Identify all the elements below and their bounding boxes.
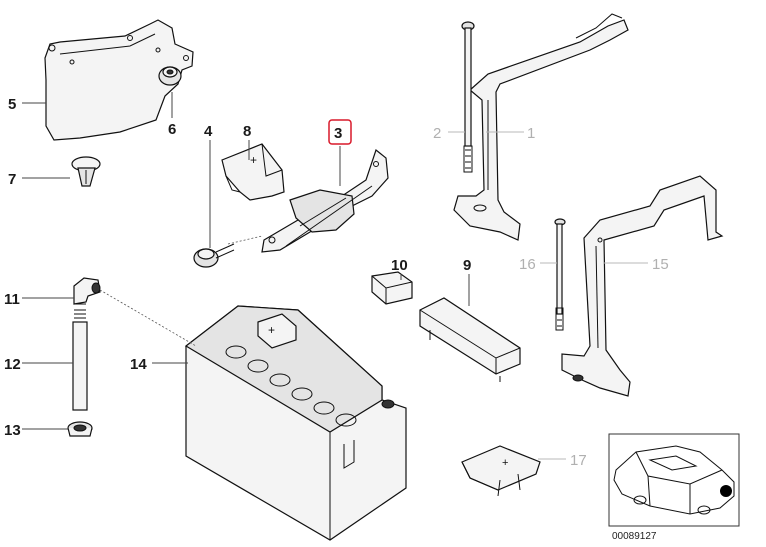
part-15-frame[interactable] [561,175,724,397]
callout-14[interactable]: 14 [130,356,147,373]
svg-text:+: + [250,153,257,167]
callout-17[interactable]: 17 [570,452,587,469]
part-17-plate[interactable]: + [461,445,541,497]
part-4-bolt[interactable] [193,235,263,268]
part-6-nut[interactable] [158,66,182,86]
callout-11[interactable]: 11 [4,291,20,308]
callout-3[interactable]: 3 [334,125,342,142]
part-7-clip[interactable] [71,156,101,187]
highlight-box [328,119,352,145]
callout-9[interactable]: 9 [463,257,471,274]
part-2-bolt[interactable] [461,21,475,173]
part-8-cover[interactable]: + [221,143,285,201]
callout-4[interactable]: 4 [204,123,213,140]
battery-location-marker [720,485,732,497]
part-1-carrier[interactable] [453,13,629,241]
part-11-elbow[interactable] [73,277,101,305]
leader-lines [22,92,648,460]
callout-6[interactable]: 6 [168,121,176,138]
reference-number: 00089127 [612,531,657,542]
svg-text:+: + [502,457,508,469]
part-10-block[interactable] [371,271,413,305]
svg-text:+: + [268,323,275,337]
callout-1[interactable]: 1 [527,125,535,142]
part-13-cap[interactable] [67,421,93,437]
part-12-hose[interactable] [72,309,88,411]
callout-15[interactable]: 15 [652,256,669,273]
callout-labels: 1 2 3 4 5 6 7 8 9 10 11 12 13 14 15 16 1… [4,96,669,469]
callout-2[interactable]: 2 [433,125,441,142]
callout-16[interactable]: 16 [519,256,536,273]
callout-10[interactable]: 10 [391,257,408,274]
part-14-battery[interactable]: + [99,289,407,541]
callout-7[interactable]: 7 [8,171,16,188]
callout-5[interactable]: 5 [8,96,16,113]
part-3-holder[interactable] [261,148,389,253]
part-16-bolt[interactable] [554,218,566,331]
callout-8[interactable]: 8 [243,123,251,140]
car-locator-inset [608,433,740,527]
callout-13[interactable]: 13 [4,422,21,439]
part-9-rail[interactable] [419,297,521,382]
callout-12[interactable]: 12 [4,356,21,373]
part-5-shield[interactable] [44,19,194,141]
